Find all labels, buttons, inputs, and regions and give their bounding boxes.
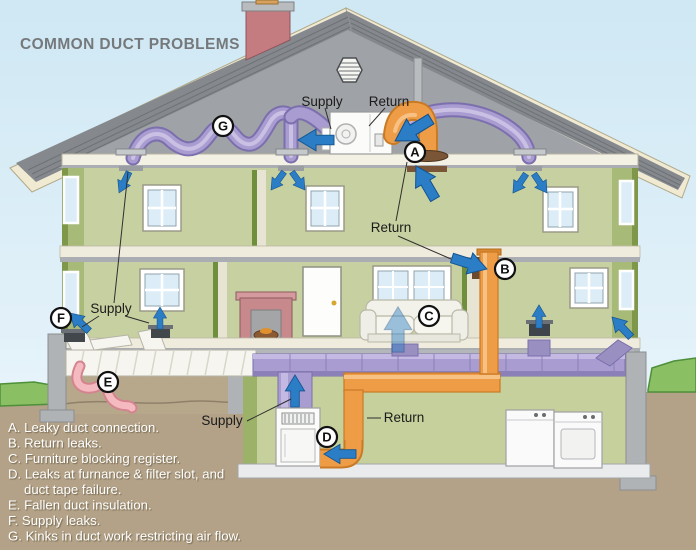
rim-duct-boot (595, 339, 633, 367)
second-floor-windows (62, 175, 635, 233)
marker-a-letter: A (410, 145, 420, 160)
legend-item-f: F. Supply leaks. (8, 513, 100, 528)
basement-supply-label: Supply (201, 413, 243, 428)
window (305, 185, 345, 232)
marker-c-letter: C (424, 309, 434, 324)
marker-f-badge: F (49, 306, 73, 330)
marker-a-badge: A (403, 140, 427, 164)
marker-e-letter: E (104, 375, 113, 390)
attic-return-label: Return (369, 94, 410, 109)
gable-vent (336, 57, 363, 83)
legend-item-e: E. Fallen duct insulation. (8, 498, 152, 513)
problem-markers: A B C D E F G (49, 114, 517, 449)
door-knob (331, 300, 337, 306)
washer (505, 409, 555, 467)
first-floor-supply-label: Supply (90, 301, 132, 316)
basement-return-label: Return (384, 410, 425, 425)
grass-right (647, 357, 696, 393)
marker-g-letter: G (218, 119, 228, 134)
marker-c-badge: C (417, 304, 441, 328)
legend: A. Leaky duct connection. B. Return leak… (8, 420, 241, 544)
legend-item-c: C. Furniture blocking register. (8, 451, 180, 466)
legend-item-b: B. Return leaks. (8, 436, 102, 451)
page-title: COMMON DUCT PROBLEMS (20, 36, 240, 53)
legend-item-d: D. Leaks at furnance & filter slot, and (8, 467, 224, 482)
window (139, 268, 185, 312)
window (542, 186, 579, 233)
marker-f-letter: F (57, 311, 65, 326)
mid-floor-band (59, 245, 641, 262)
side-window (618, 269, 635, 311)
ceiling-registers (115, 148, 547, 172)
leader-lines (81, 107, 452, 422)
legend-item-g: G. Kinks in duct work restricting air fl… (8, 529, 241, 544)
side-window (618, 179, 635, 226)
attic-floor (61, 153, 639, 169)
air-handler-unit (321, 111, 393, 155)
side-window (62, 175, 80, 225)
roof (9, 7, 691, 199)
dryer (553, 411, 603, 469)
register-boot (527, 339, 551, 357)
marker-b-badge: B (493, 257, 517, 281)
furnace (275, 407, 321, 467)
interior-door (302, 266, 342, 337)
legend-item-d-cont: duct tape failure. (24, 482, 122, 497)
marker-d-letter: D (322, 430, 331, 445)
marker-d-badge: D (315, 425, 339, 449)
window (569, 267, 609, 309)
couch (359, 299, 469, 343)
marker-b-letter: B (500, 262, 509, 277)
legend-item-a: A. Leaky duct connection. (8, 420, 159, 435)
attic-supply-label: Supply (301, 94, 343, 109)
chimney (241, 0, 295, 61)
fireplace (235, 291, 297, 341)
window (142, 184, 182, 232)
second-floor-return-label: Return (371, 220, 412, 235)
foundation-left (39, 333, 75, 423)
marker-g-badge: G (211, 114, 235, 138)
marker-e-badge: E (96, 370, 120, 394)
